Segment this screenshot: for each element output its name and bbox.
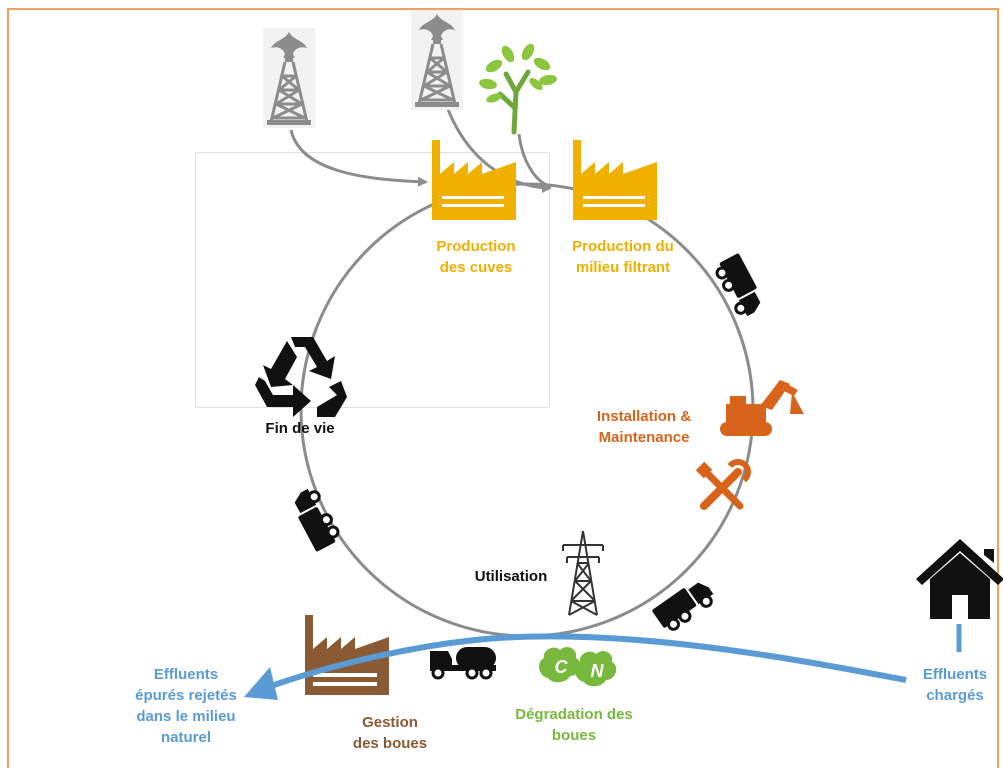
label-effluents-charges: Effluents chargés xyxy=(922,666,988,704)
tanker-truck-icon xyxy=(430,647,496,680)
label-effluents-epures: Effluents épurés rejetés dans le milieu … xyxy=(135,666,237,746)
excavator-icon xyxy=(720,380,804,436)
label-production-cuves: Production des cuves xyxy=(436,238,516,276)
effluent-arrowhead xyxy=(244,667,278,700)
tools-icon xyxy=(695,459,751,510)
nitrogen-letter: N xyxy=(591,661,605,681)
effluent-flow-line xyxy=(258,633,907,693)
production-box xyxy=(195,152,550,408)
cn-bubble-icon: C N xyxy=(539,647,617,687)
label-gestion-des-boues: Gestion des boues xyxy=(352,714,428,752)
tree-icon xyxy=(479,43,557,135)
truck-icon xyxy=(650,574,719,636)
diagram-frame xyxy=(7,8,999,768)
truck-icon xyxy=(711,251,769,321)
oil-derrick-icon xyxy=(409,8,465,112)
factory-icon xyxy=(305,615,389,695)
factory-icon xyxy=(573,140,657,220)
label-utilisation: Utilisation xyxy=(474,568,548,585)
factory-icon xyxy=(432,140,516,220)
label-fin-de-vie: Fin de vie xyxy=(265,420,335,437)
truck-icon xyxy=(286,484,344,554)
pylon-icon xyxy=(562,530,604,616)
house-icon xyxy=(916,539,1003,619)
oil-derrick-icon xyxy=(261,26,317,130)
arrow-tree-to-milieu xyxy=(517,133,551,188)
label-degradation-des-boues: Dégradation des boues xyxy=(515,706,633,744)
label-production-milieu: Production du milieu filtrant xyxy=(572,238,674,276)
label-installation-maintenance: Installation & Maintenance xyxy=(596,408,692,446)
arrow-derrick1-to-cuves xyxy=(289,129,428,187)
carbon-letter: C xyxy=(555,657,569,677)
recycle-icon xyxy=(255,337,347,417)
